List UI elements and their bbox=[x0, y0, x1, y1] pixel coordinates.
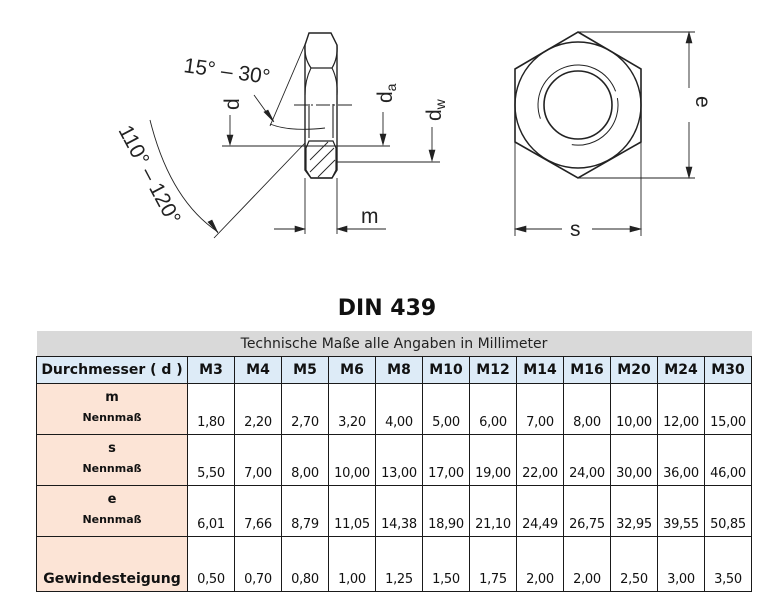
header-size: M3 bbox=[187, 356, 235, 384]
row-label-sub: Nennmaß bbox=[82, 513, 142, 526]
table-cell: 1,50 bbox=[422, 536, 470, 592]
table-cell: 32,95 bbox=[610, 485, 658, 537]
table-cell: 3,20 bbox=[328, 383, 376, 435]
header-size: M24 bbox=[657, 356, 705, 384]
table-cell: 26,75 bbox=[563, 485, 611, 537]
table-cell: 10,00 bbox=[328, 434, 376, 486]
technical-drawing: 15° – 30° 110° – 120° d da dw m e s bbox=[0, 0, 774, 270]
chamfer-angle-label: 15° – 30° bbox=[182, 54, 271, 89]
header-size: M16 bbox=[563, 356, 611, 384]
table-cell: 50,85 bbox=[704, 485, 752, 537]
m-label: m bbox=[361, 205, 379, 228]
table-row-e: e Nennmaß 6,01 7,66 8,79 11,05 14,38 18,… bbox=[36, 485, 752, 537]
s-label: s bbox=[570, 218, 581, 241]
table-cell: 0,80 bbox=[281, 536, 329, 592]
da-label: da bbox=[374, 83, 399, 103]
header-size: M12 bbox=[469, 356, 517, 384]
nut-drawing-svg: 15° – 30° 110° – 120° d da dw m e s bbox=[114, 30, 714, 241]
header-size: M5 bbox=[281, 356, 329, 384]
table-cell: 1,80 bbox=[187, 383, 235, 435]
table-cell: 2,00 bbox=[563, 536, 611, 592]
table-cell: 6,00 bbox=[469, 383, 517, 435]
table-caption-row: Technische Maße alle Angaben in Millimet… bbox=[36, 331, 752, 357]
table-cell: 0,50 bbox=[187, 536, 235, 592]
table-cell: 5,00 bbox=[422, 383, 470, 435]
table-cell: 15,00 bbox=[704, 383, 752, 435]
header-size: M8 bbox=[375, 356, 423, 384]
table-cell: 36,00 bbox=[657, 434, 705, 486]
row-label: m Nennmaß bbox=[36, 383, 188, 435]
table-row-m: m Nennmaß 1,80 2,20 2,70 3,20 4,00 5,00 … bbox=[36, 383, 752, 435]
e-label: e bbox=[691, 96, 714, 108]
table-cell: 12,00 bbox=[657, 383, 705, 435]
table-cell: 8,79 bbox=[281, 485, 329, 537]
table-cell: 6,01 bbox=[187, 485, 235, 537]
table-cell: 7,00 bbox=[516, 383, 564, 435]
table-header-row: Durchmesser ( d ) M3 M4 M5 M6 M8 M10 M12… bbox=[36, 356, 752, 384]
dw-label: dw bbox=[423, 98, 448, 121]
header-size: M14 bbox=[516, 356, 564, 384]
table-cell: 2,50 bbox=[610, 536, 658, 592]
table-cell: 1,25 bbox=[375, 536, 423, 592]
table-cell: 14,38 bbox=[375, 485, 423, 537]
table-cell: 2,00 bbox=[516, 536, 564, 592]
table-cell: 18,90 bbox=[422, 485, 470, 537]
table-cell: 13,00 bbox=[375, 434, 423, 486]
table-cell: 2,20 bbox=[234, 383, 282, 435]
table-cell: 17,00 bbox=[422, 434, 470, 486]
table-cell: 7,00 bbox=[234, 434, 282, 486]
side-view bbox=[149, 32, 440, 239]
header-size: M20 bbox=[610, 356, 658, 384]
table-cell: 5,50 bbox=[187, 434, 235, 486]
table-cell: 22,00 bbox=[516, 434, 564, 486]
table-cell: 8,00 bbox=[563, 383, 611, 435]
table-cell: 21,10 bbox=[469, 485, 517, 537]
table-cell: 1,00 bbox=[328, 536, 376, 592]
table-row-pitch: Gewindesteigung 0,50 0,70 0,80 1,00 1,25… bbox=[36, 536, 752, 592]
table-cell: 19,00 bbox=[469, 434, 517, 486]
countersink-angle-label: 110° – 120° bbox=[114, 122, 185, 229]
table-cell: 8,00 bbox=[281, 434, 329, 486]
row-label-main: s bbox=[108, 441, 116, 456]
table-cell: 30,00 bbox=[610, 434, 658, 486]
header-size: M30 bbox=[704, 356, 752, 384]
header-size: M6 bbox=[328, 356, 376, 384]
header-diameter-label: Durchmesser ( d ) bbox=[36, 356, 188, 384]
table-cell: 3,50 bbox=[704, 536, 752, 592]
table-cell: 7,66 bbox=[234, 485, 282, 537]
row-label-sub: Nennmaß bbox=[82, 411, 142, 424]
table-cell: 0,70 bbox=[234, 536, 282, 592]
page-title: DIN 439 bbox=[337, 296, 437, 321]
top-view bbox=[513, 30, 695, 236]
table-row-s: s Nennmaß 5,50 7,00 8,00 10,00 13,00 17,… bbox=[36, 434, 752, 486]
table-cell: 24,49 bbox=[516, 485, 564, 537]
dimensions-table: Technische Maße alle Angaben in Millimet… bbox=[36, 331, 752, 592]
table-cell: 39,55 bbox=[657, 485, 705, 537]
table-cell: 24,00 bbox=[563, 434, 611, 486]
row-label-main: m bbox=[105, 390, 119, 405]
row-label: Gewindesteigung bbox=[36, 536, 188, 592]
row-label-main: e bbox=[107, 492, 117, 507]
table-cell: 4,00 bbox=[375, 383, 423, 435]
row-label: s Nennmaß bbox=[36, 434, 188, 486]
table-cell: 2,70 bbox=[281, 383, 329, 435]
row-label: e Nennmaß bbox=[36, 485, 188, 537]
table-cell: 46,00 bbox=[704, 434, 752, 486]
d-label: d bbox=[221, 98, 244, 110]
table-cell: 11,05 bbox=[328, 485, 376, 537]
table-cell: 3,00 bbox=[657, 536, 705, 592]
table-cell: 1,75 bbox=[469, 536, 517, 592]
header-size: M4 bbox=[234, 356, 282, 384]
table-cell: 10,00 bbox=[610, 383, 658, 435]
table-caption: Technische Maße alle Angaben in Millimet… bbox=[36, 331, 752, 357]
header-size: M10 bbox=[422, 356, 470, 384]
row-label-sub: Nennmaß bbox=[82, 462, 142, 475]
